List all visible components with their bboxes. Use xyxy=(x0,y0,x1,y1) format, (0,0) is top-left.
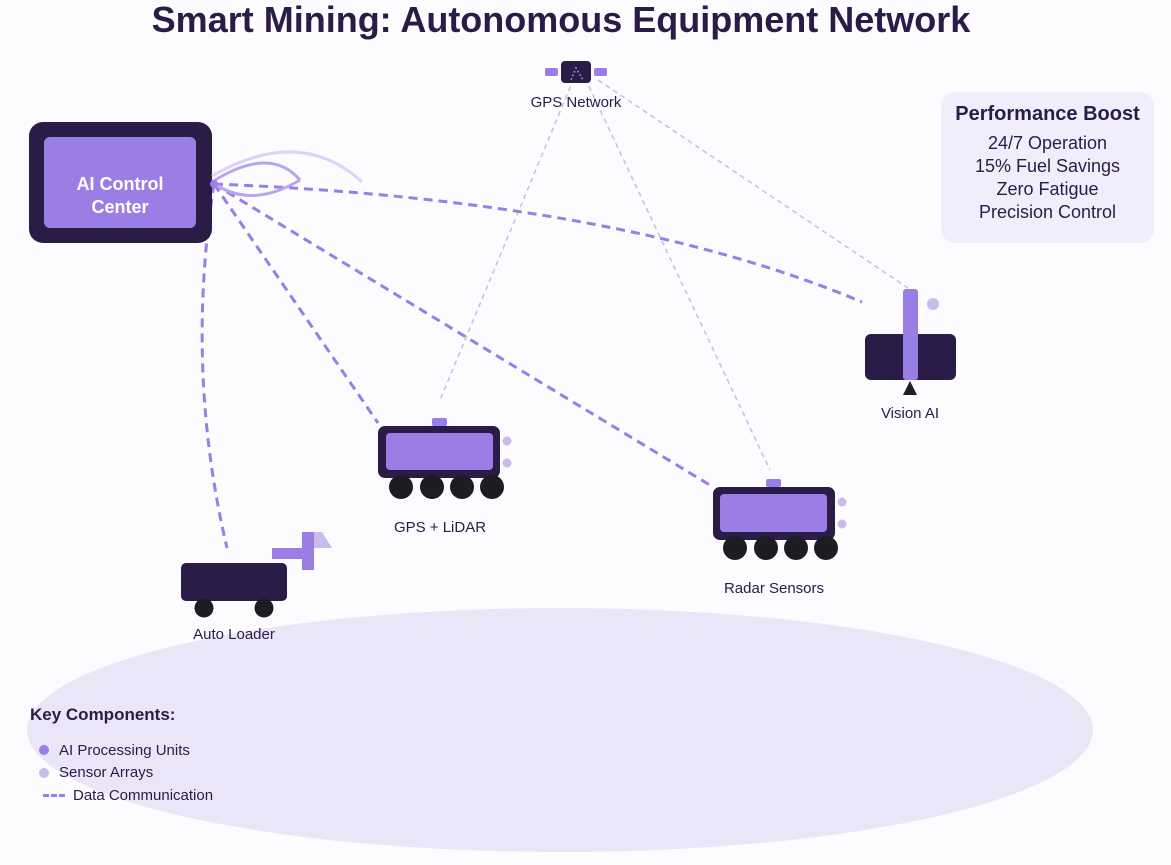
link-lidar xyxy=(212,183,380,424)
purple-dot-icon xyxy=(39,745,49,756)
vision-drill-rig[interactable] xyxy=(865,289,956,395)
link-vision xyxy=(213,182,863,304)
performance-item: 15% Fuel Savings xyxy=(974,156,1121,176)
legend-item-label: AI Processing Units xyxy=(59,741,190,759)
gps-link-radar xyxy=(584,77,771,471)
dashed-line-icon xyxy=(43,793,65,797)
legend-title: Key Components: xyxy=(30,705,176,724)
signal-waves-icon xyxy=(211,150,364,197)
performance-item: Zero Fatigue xyxy=(996,179,1099,199)
light-dot-icon xyxy=(39,767,49,778)
radar-truck[interactable] xyxy=(713,479,847,560)
gps-links xyxy=(439,77,909,471)
legend-item-sensors: Sensor Arrays xyxy=(30,762,213,785)
gps-lidar-label: GPS + LiDAR xyxy=(394,519,486,536)
control-center-label-1: AI Control xyxy=(77,174,164,194)
legend-item-label: Data Communication xyxy=(73,786,214,804)
performance-item: Precision Control xyxy=(978,202,1117,222)
performance-panel: Performance Boost 24/7 Operation 15% Fue… xyxy=(941,92,1154,243)
control-center-label-2: Center xyxy=(91,197,148,217)
vision-label: Vision AI xyxy=(881,405,939,422)
gps-link-lidar xyxy=(439,77,575,401)
mine-ground xyxy=(27,608,1093,852)
diagram-title: Smart Mining: Autonomous Equipment Netwo… xyxy=(151,0,971,40)
gps-lidar-truck[interactable] xyxy=(378,418,512,499)
auto-loader-label: Auto Loader xyxy=(193,626,275,643)
legend-item-ai-units: AI Processing Units xyxy=(30,739,213,762)
auto-loader[interactable] xyxy=(181,532,332,618)
gps-network-label: GPS Network xyxy=(531,94,622,111)
legend: Key Components: AI Processing Units Sens… xyxy=(30,705,213,807)
control-center-screen xyxy=(44,137,196,228)
link-radar xyxy=(213,182,714,489)
gps-link-vision xyxy=(597,79,909,289)
control-center-node xyxy=(210,180,218,188)
radar-label: Radar Sensors xyxy=(724,580,824,597)
gps-satellite-icon[interactable] xyxy=(545,61,607,83)
performance-title: Performance Boost xyxy=(955,103,1140,125)
legend-item-label: Sensor Arrays xyxy=(59,764,154,782)
legend-item-data-comm: Data Communication xyxy=(30,784,213,807)
performance-item: 24/7 Operation xyxy=(987,133,1108,153)
